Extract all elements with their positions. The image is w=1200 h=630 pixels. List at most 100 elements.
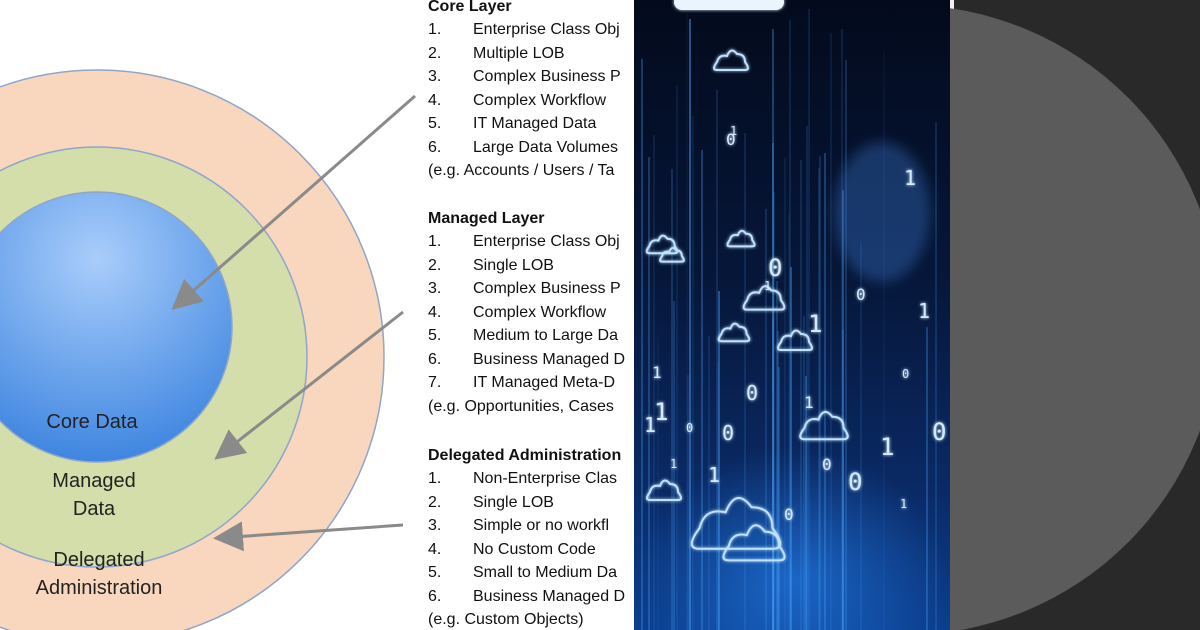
ring-label-line: Core Data: [46, 411, 138, 433]
ring-label-line: Data: [72, 498, 116, 520]
binary-digit: 0: [722, 421, 734, 445]
list-item: 5. IT Managed Data: [428, 112, 614, 136]
item-number: 4.: [428, 91, 442, 109]
layer-diagram: Core Data Managed Data Delegated Adminis…: [0, 0, 634, 630]
section-example: (e.g. Accounts / Users / Ta: [428, 162, 615, 179]
list-item: 1.Non-Enterprise Clas: [428, 467, 621, 491]
list-item: 1.Enterprise Class Obj: [428, 18, 620, 42]
item-number: 5.: [428, 564, 442, 581]
concentric-rings-graphic: [0, 69, 416, 630]
ring-core-data: [0, 191, 233, 463]
cloud-icon: [799, 410, 849, 441]
list-item: 4.Complex Workflow: [428, 301, 614, 325]
gray-decoration-panel: [950, 0, 1200, 630]
item-number: 2.: [428, 493, 442, 511]
item-number: 6.: [428, 350, 442, 368]
item-text: Complex Workflow: [473, 91, 607, 109]
arrow-managed-layer: [214, 310, 404, 460]
list-item: 2. Multiple LOB: [428, 42, 614, 66]
list-item: 7.IT Managed Meta-D: [428, 371, 615, 395]
binary-digit: 0: [822, 455, 832, 474]
item-text: IT Managed Data: [473, 115, 597, 132]
item-number: 5.: [428, 115, 442, 132]
binary-digit: 1: [644, 413, 656, 437]
binary-digit: 1: [808, 310, 822, 338]
ring-label-managed-data: Managed Data: [24, 467, 164, 523]
cloud-icon: [726, 229, 756, 248]
binary-digit: 1: [654, 398, 668, 426]
ring-label-core-data: Core Data: [22, 408, 162, 436]
light-streams: [641, 9, 937, 630]
list-item: 3. Complex Business P: [428, 65, 621, 89]
cloud-icon: [659, 246, 685, 263]
binary-digit: 1: [900, 497, 907, 511]
item-text: Enterprise Class Obj: [473, 233, 620, 250]
binary-digit: 1: [708, 463, 720, 487]
item-text: Simple or no workfl: [473, 517, 610, 534]
item-number: 4.: [428, 540, 442, 558]
section-core-layer: Core Layer 1.Enterprise Class Obj 2. Mult…: [428, 0, 621, 183]
item-number: 5.: [428, 327, 442, 344]
section-managed-layer: Managed Layer 1. Enterprise Class Obj 2. S…: [428, 208, 625, 418]
binary-digit: 1: [918, 299, 930, 323]
binary-digit: 0: [784, 505, 794, 524]
device-edge-highlight: [674, 0, 784, 10]
binary-digit: 0: [902, 367, 909, 381]
item-number: 3.: [428, 517, 442, 534]
item-text: Single LOB: [473, 493, 554, 511]
binary-digit: 0: [932, 418, 946, 446]
binary-digit: 0: [856, 285, 866, 304]
list-item: 4. Complex Workflow: [428, 89, 614, 113]
section-title: Delegated Administration: [428, 447, 622, 464]
item-text: Single LOB: [473, 256, 554, 274]
item-text: Large Data Volumes: [473, 138, 618, 156]
list-item: 2. Single LOB: [428, 491, 621, 515]
binary-digit: 1: [804, 393, 814, 412]
item-number: 6.: [428, 587, 442, 605]
cloud-icon: [645, 234, 679, 255]
binary-digit: 0: [768, 254, 782, 282]
item-number: 1.: [428, 233, 442, 250]
list-item: 3. Complex Business P: [428, 277, 621, 301]
item-text: Business Managed D: [473, 350, 626, 368]
list-item: 6.Business Managed D: [428, 585, 625, 609]
list-item: 2. Single LOB: [428, 254, 614, 278]
item-number: 2.: [428, 44, 442, 62]
section-delegated-administration: Delegated Administration 1.Non-Enterpris…: [428, 445, 625, 630]
item-text: Complex Workflow: [473, 303, 607, 321]
cloud-icon: [690, 497, 782, 550]
item-number: 3.: [428, 68, 442, 85]
cloud-icon: [713, 49, 749, 71]
section-example: (e.g. Opportunities, Cases: [428, 397, 614, 415]
binary-digit: 1: [652, 363, 662, 382]
list-item: 5.Medium to Large Da: [428, 324, 618, 348]
list-item: 6. Large Data Volumes: [428, 136, 618, 160]
item-text: IT Managed Meta-D: [473, 374, 615, 391]
ring-label-delegated-administration: Delegated Administration: [14, 546, 184, 602]
item-number: 3.: [428, 280, 442, 297]
ring-label-line: Administration: [35, 577, 163, 599]
binary-digit: 1: [670, 457, 677, 471]
section-title: Managed Layer: [428, 210, 545, 227]
item-text: Multiple LOB: [473, 44, 565, 62]
blurred-glow: [834, 142, 930, 282]
item-text: Complex Business P: [473, 68, 621, 85]
list-item: 6. Business Managed D: [428, 348, 625, 372]
item-text: Complex Business P: [473, 280, 621, 297]
binary-digit: 0: [848, 468, 862, 496]
binary-digit: 0: [726, 130, 736, 149]
cloud-icons: [645, 49, 849, 562]
binary-digit: 1: [730, 124, 737, 138]
gray-disc: [950, 5, 1200, 630]
layer-description-list: Core Layer 1.Enterprise Class Obj 2.Mult…: [428, 0, 634, 630]
section-title: Core Layer: [428, 0, 512, 15]
item-number: 1.: [428, 21, 442, 38]
list-item: 4.No Custom Code: [428, 538, 621, 562]
item-number: 2.: [428, 256, 442, 274]
item-number: 6.: [428, 138, 442, 156]
binary-digit: 1: [880, 433, 894, 461]
item-number: 1.: [428, 470, 442, 487]
